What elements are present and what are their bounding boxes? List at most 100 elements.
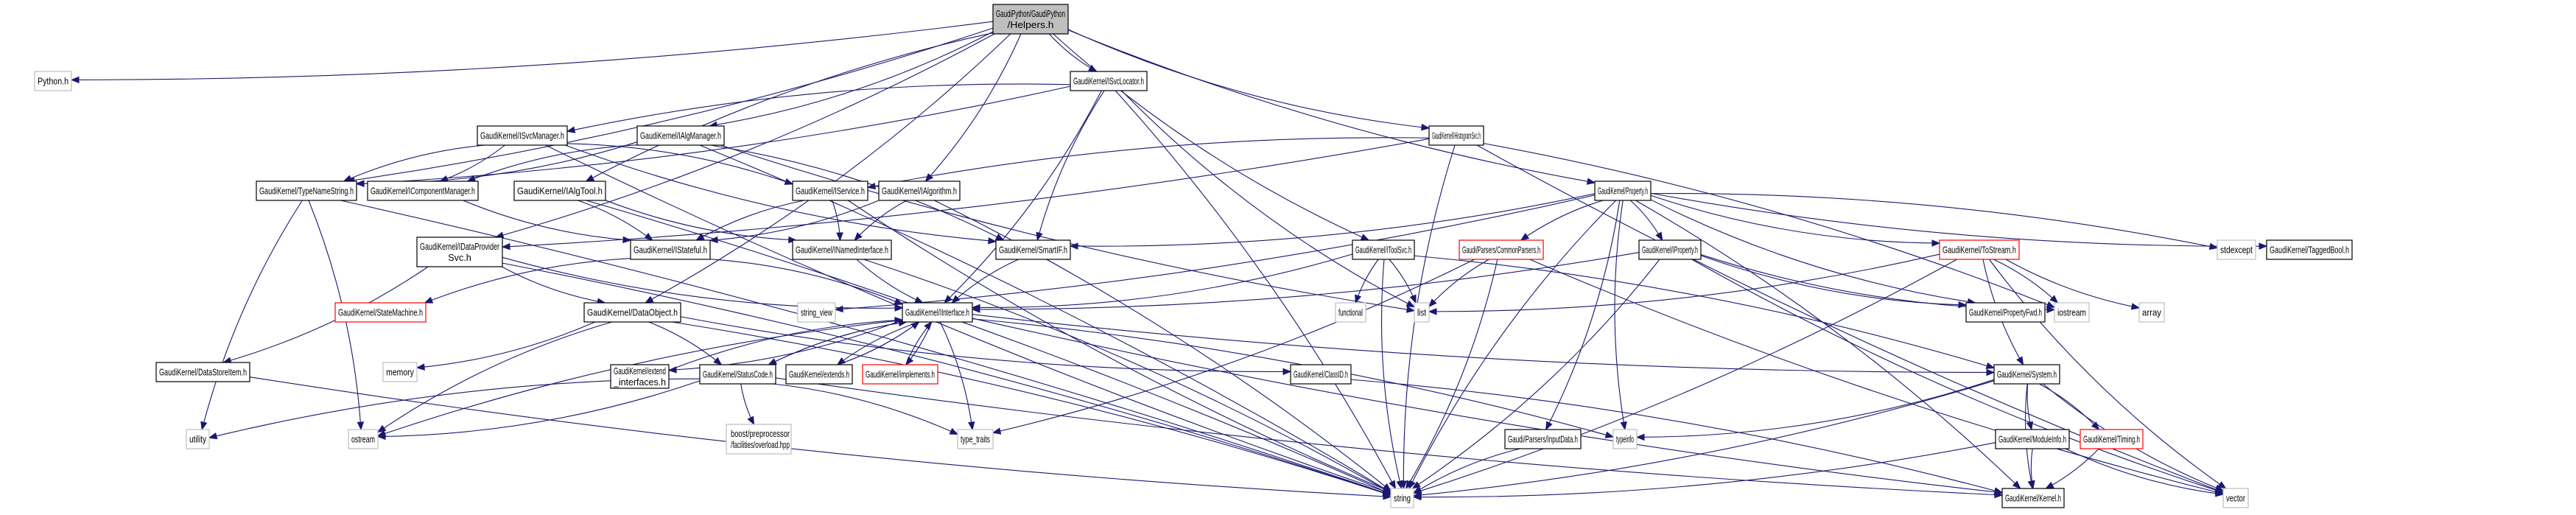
node-typenamestring[interactable]: GaudiKernel/TypeNameString.h: [256, 181, 357, 201]
node-statemachine[interactable]: GaudiKernel/StateMachine.h: [334, 302, 427, 323]
node-box: [1995, 429, 2070, 449]
node-label: GaudiKernel/IAlgTool.h: [517, 186, 603, 197]
edge-commonparsers-to-vector: [1529, 259, 2225, 496]
node-istateful[interactable]: GaudiKernel/IStateful.h: [630, 239, 711, 260]
node-system[interactable]: GaudiKernel/System.h: [1993, 364, 2060, 385]
node-box: [1428, 125, 1484, 146]
node-label: GaudiKernel/IAlgorithm.h: [882, 186, 957, 197]
edge-tostream-to-iostream: [1993, 259, 2059, 304]
node-propertyfwd[interactable]: GaudiKernel/PropertyFwd.h: [1965, 302, 2046, 323]
node-helpers[interactable]: GaudiPython/GaudiPython/Helpers.h: [992, 4, 1069, 35]
node-box: [334, 302, 427, 323]
edge-line: [768, 321, 907, 365]
edge-dataobject-to-classid: [680, 316, 1292, 376]
node-property[interactable]: GaudiKernel/Property.h: [1594, 181, 1652, 201]
arrowhead-icon: [1409, 294, 1417, 304]
arrowhead-icon: [1520, 233, 1530, 241]
arrowhead-icon: [944, 295, 952, 304]
edge-system-to-timing: [2039, 383, 2100, 430]
node-iproperty[interactable]: GaudiKernel/IProperty.h: [1638, 239, 1702, 260]
arrowhead-icon: [1586, 178, 1596, 185]
node-label: GaudiKernel/extend: [614, 365, 666, 376]
edge-line: [837, 321, 919, 365]
node-taggedbool[interactable]: GaudiKernel/TaggedBool.h: [2266, 239, 2353, 260]
node-dataobject[interactable]: GaudiKernel/DataObject.h: [583, 302, 681, 323]
edge-ialgorithm-to-istateful: [709, 200, 880, 244]
node-box: [1993, 364, 2060, 385]
node-classid[interactable]: GaudiKernel/ClassID.h: [1290, 364, 1352, 385]
edge-itoolsvc-to-functional: [1355, 259, 1379, 304]
node-label: GaudiKernel/IAlgManager.h: [640, 130, 721, 141]
edge-line: [586, 32, 994, 182]
node-kernel[interactable]: GaudiKernel/Kernel.h: [2001, 488, 2065, 508]
node-box: [1352, 239, 1415, 260]
edge-line: [1380, 259, 1403, 489]
arrowhead-icon: [208, 432, 218, 440]
edge-itoolsvc-to-string: [1380, 259, 1403, 490]
edge-line: [668, 319, 903, 371]
node-smartif[interactable]: GaudiKernel/SmartIF.h: [995, 239, 1071, 260]
arrowhead-icon: [1655, 231, 1663, 242]
edge-line: [709, 259, 903, 305]
arrowhead-icon: [566, 126, 576, 133]
edge-line: [992, 259, 1475, 433]
node-label: GaudiKernel/IProperty.h: [1642, 245, 1698, 256]
edge-line: [495, 33, 995, 238]
arrowhead-icon: [622, 236, 632, 244]
node-moduleinfo[interactable]: GaudiKernel/ModuleInfo.h: [1995, 429, 2070, 449]
node-timing[interactable]: GaudiKernel/Timing.h: [2080, 429, 2144, 449]
node-extend_interfaces[interactable]: GaudiKernel/extend_interfaces.h: [610, 364, 670, 389]
edge-line: [1988, 259, 2226, 489]
node-label: GaudiKernel/extends.h: [789, 369, 849, 380]
node-label: stdexcept: [2220, 245, 2253, 256]
arrowhead-icon: [343, 175, 353, 182]
edge-line: [1067, 29, 1596, 183]
edge-helpers-to-typenamestring: [345, 27, 994, 184]
node-implements[interactable]: GaudiKernel/implements.h: [862, 364, 938, 385]
node-isvclocator[interactable]: GaudiKernel/ISvcLocator.h: [1070, 71, 1148, 91]
node-extends[interactable]: GaudiKernel/extends.h: [785, 364, 853, 385]
edge-line: [424, 258, 631, 304]
node-ihistogramsvc[interactable]: GaudiKernel/IHistogramSvc.h: [1428, 125, 1484, 146]
node-label: GaudiKernel/StatusCode.h: [703, 369, 773, 380]
node-datastoreitem[interactable]: GaudiKernel/DataStoreItem.h: [155, 362, 250, 382]
node-isvcmanager[interactable]: GaudiKernel/ISvcManager.h: [477, 125, 568, 146]
node-inputdata[interactable]: Gaudi/Parsers/InputData.h: [1504, 429, 1582, 449]
node-label: GaudiKernel/IComponentManager.h: [371, 186, 475, 197]
edge-line: [944, 90, 1102, 304]
node-icomponentmanager[interactable]: GaudiKernel/IComponentManager.h: [367, 181, 479, 201]
node-box: [862, 364, 938, 385]
node-itoolsvc[interactable]: GaudiKernel/IToolSvc.h: [1352, 239, 1415, 260]
node-commonparsers[interactable]: Gaudi/Parsers/CommonParsers.h: [1459, 239, 1544, 260]
node-ialgorithm[interactable]: GaudiKernel/IAlgorithm.h: [878, 181, 961, 201]
node-ialgtool[interactable]: GaudiKernel/IAlgTool.h: [513, 181, 606, 201]
edge-idataprovidersvc-to-dataobject: [501, 266, 606, 305]
arrowhead-icon: [355, 180, 365, 187]
node-iinterface[interactable]: GaudiKernel/IInterface.h: [902, 302, 973, 323]
arrowhead-icon: [2214, 484, 2225, 491]
node-iservice[interactable]: GaudiKernel/IService.h: [792, 181, 868, 201]
node-box: [1459, 239, 1544, 260]
node-box: [1594, 181, 1652, 201]
node-tostream[interactable]: GaudiKernel/ToStream.h: [1939, 239, 2020, 260]
edge-property-to-kernel: [1635, 200, 2021, 489]
arrowhead-icon: [2130, 303, 2141, 310]
node-ialgmanager[interactable]: GaudiKernel/IAlgManager.h: [636, 125, 725, 146]
edge-line: [867, 137, 1430, 189]
node-array: array: [2138, 302, 2165, 323]
node-inamedinterface[interactable]: GaudiKernel/INamedInterface.h: [792, 239, 892, 260]
edge-line: [1428, 253, 1940, 312]
node-label: array: [2142, 307, 2161, 318]
edge-idataprovidersvc-to-iinterface: [502, 256, 904, 312]
edge-line: [972, 318, 2003, 494]
node-box: [957, 429, 994, 449]
edge-line: [502, 138, 1430, 248]
edge-iproperty-to-propertyfwd: [1700, 255, 1968, 309]
arrowhead-icon: [2012, 480, 2021, 489]
edge-line: [1414, 255, 1995, 368]
node-statuscode[interactable]: GaudiKernel/StatusCode.h: [699, 364, 776, 385]
arrowhead-icon: [1421, 124, 1431, 131]
arrowhead-icon: [747, 416, 755, 426]
edge-line: [695, 200, 804, 241]
